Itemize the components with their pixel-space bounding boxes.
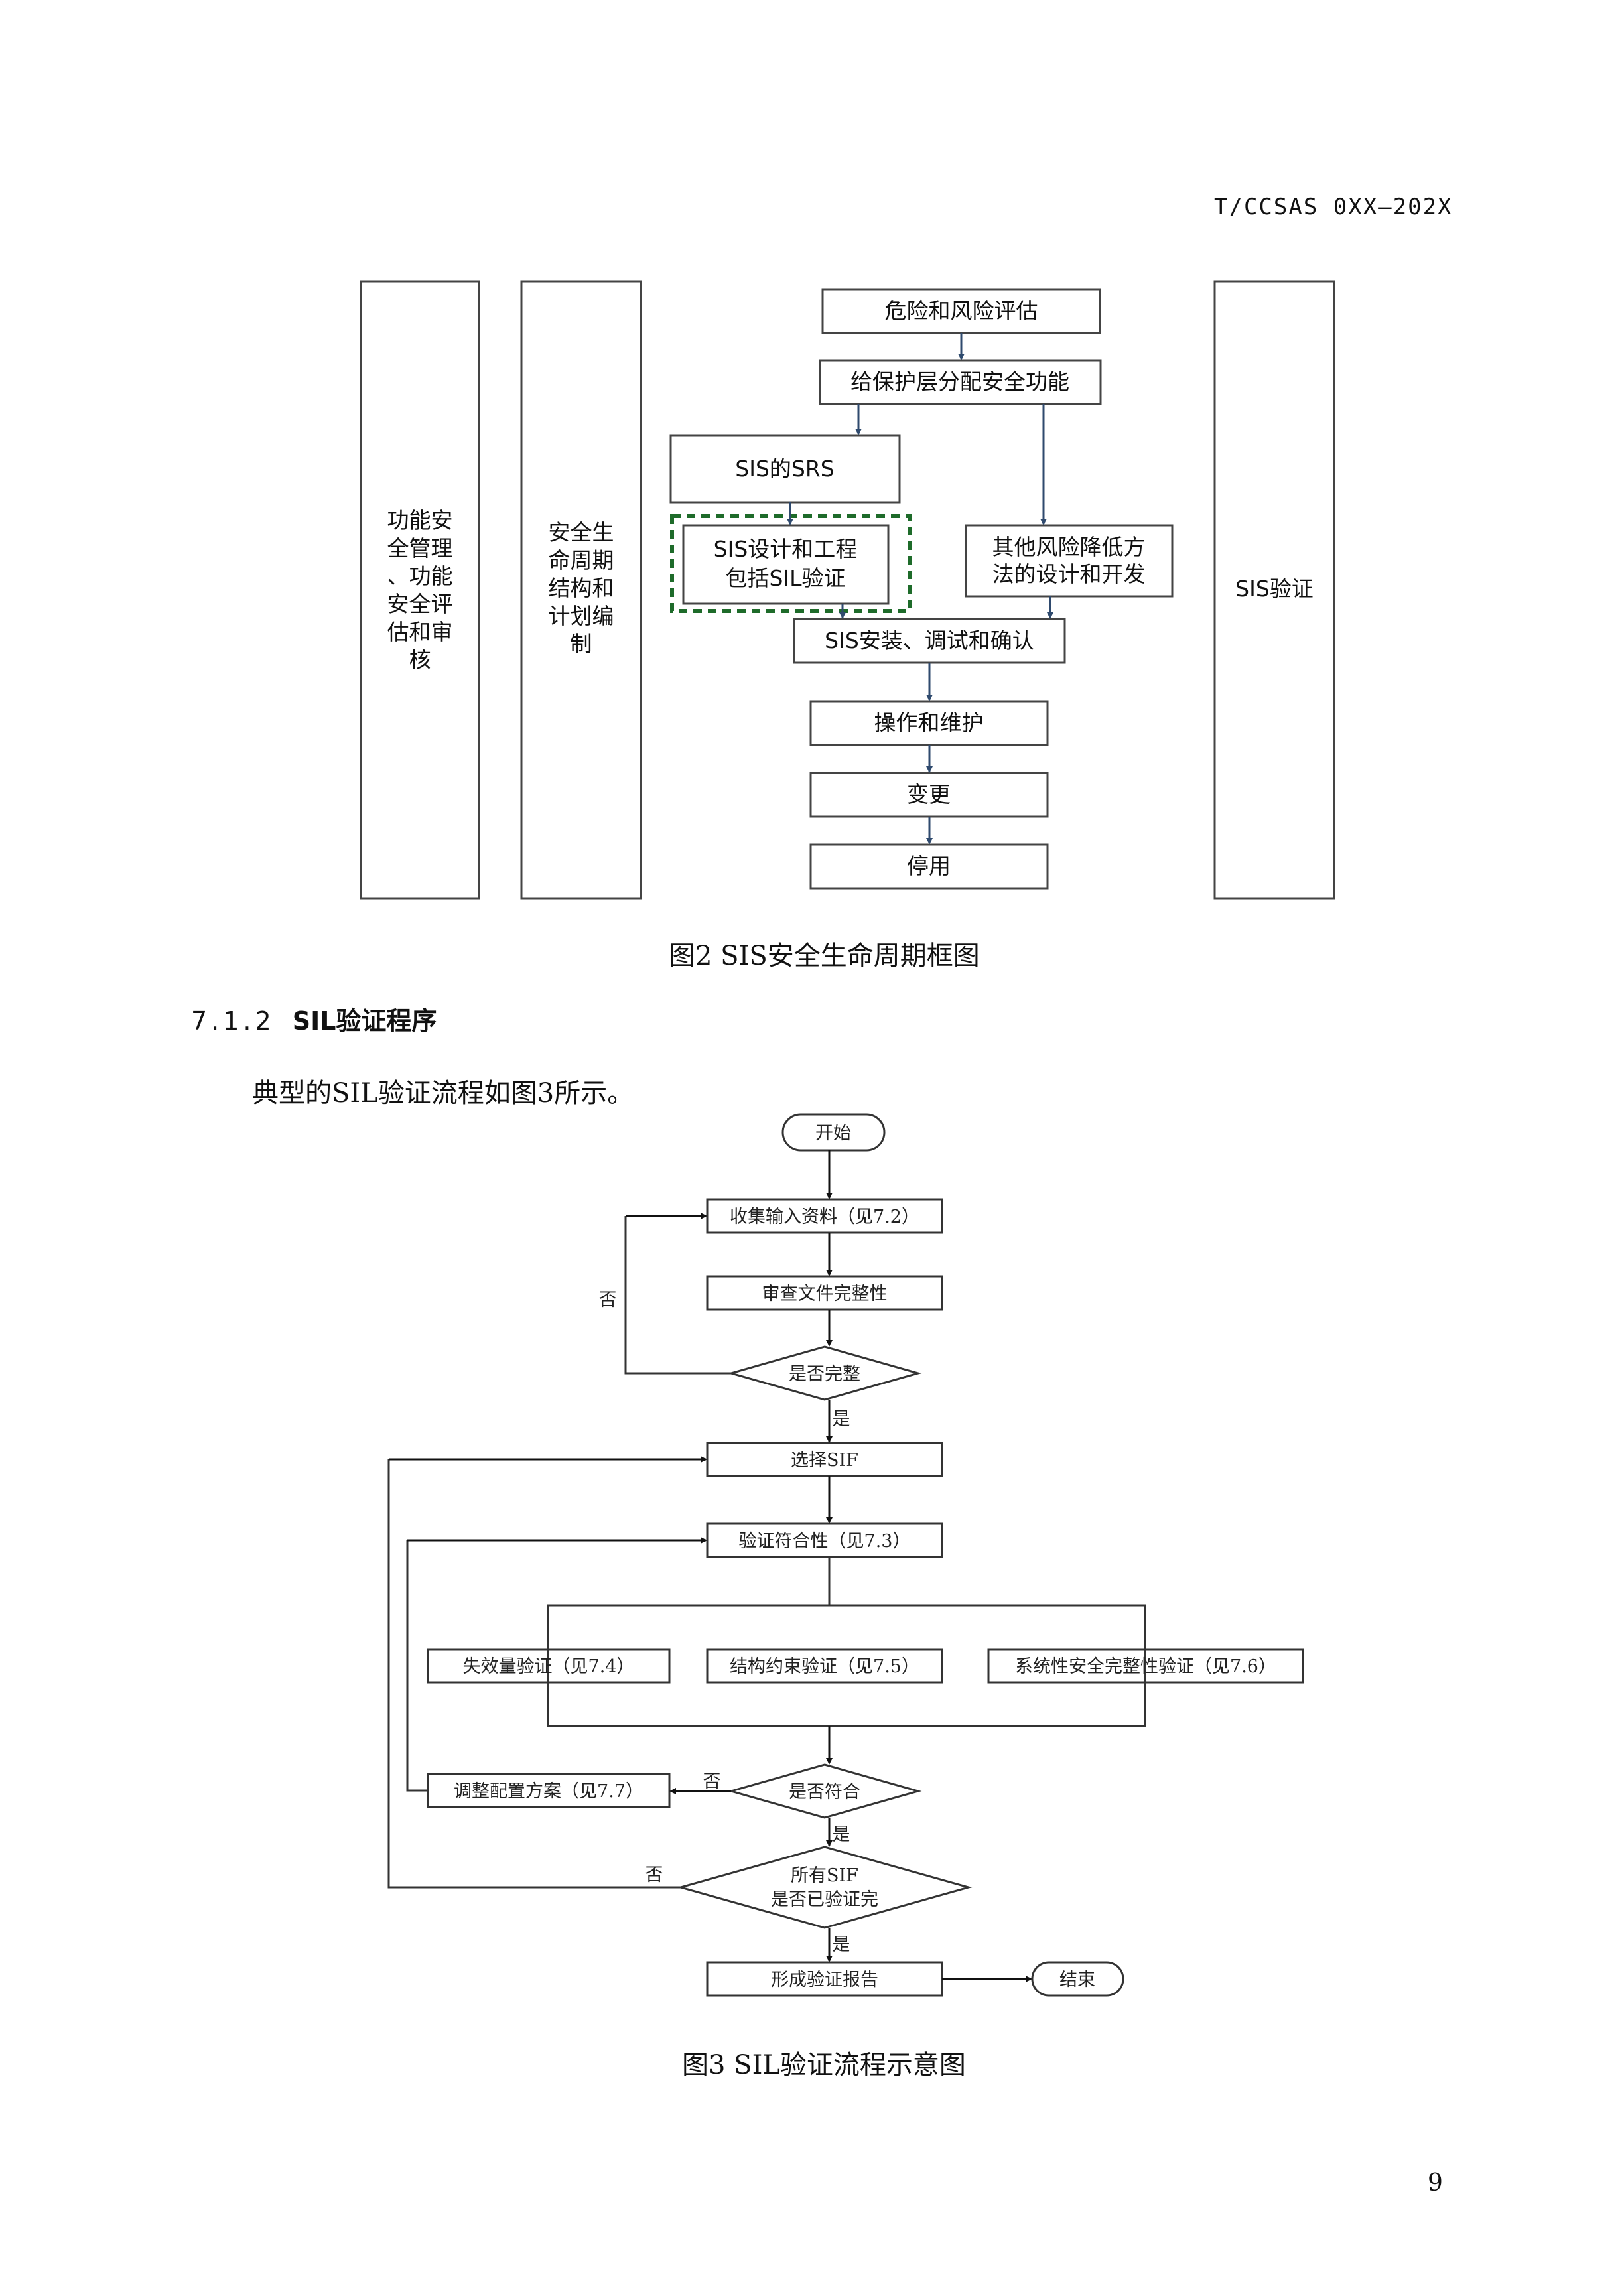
operate-box: 操作和维护 [874, 710, 984, 736]
other-box-line-1: 其他风险降低方 [992, 534, 1146, 560]
failure-measure-box: 失效量验证（见7.4） [463, 1656, 635, 1677]
figure-3-sil-verification-flowchart: 开始 收集输入资料（见7.2） 审查文件完整性 是否完整 选择SIF 验证符合性… [387, 1113, 1304, 1997]
yes-label-conform: 是 [833, 1824, 850, 1845]
document-code: T/CCSAS 0XX—202X [1214, 194, 1453, 220]
review-completeness-box: 审查文件完整性 [762, 1284, 888, 1304]
end-terminal: 结束 [1059, 1970, 1095, 1990]
conform-decision: 是否符合 [789, 1782, 860, 1802]
design-box-line-2: 包括SIL验证 [725, 565, 845, 591]
yes-label-all-sif: 是 [833, 1934, 850, 1955]
install-box: SIS安装、调试和确认 [825, 628, 1034, 653]
sis-verification-label: SIS验证 [1235, 576, 1314, 602]
no-label-complete: 否 [599, 1290, 617, 1310]
design-box-line-1: SIS设计和工程 [714, 536, 858, 562]
hazard-box: 危险和风险评估 [885, 298, 1038, 324]
plan-column [520, 280, 642, 900]
section-title: SIL验证程序 [292, 1006, 437, 1036]
figure-2-sis-lifecycle-diagram: 功能安 全管理 、功能 安全评 估和审 核 安全生 命周期 结构和 计划编 制 … [360, 280, 1335, 900]
page-number: 9 [1428, 2169, 1443, 2196]
verify-compliance-box: 验证符合性（见7.3） [739, 1531, 911, 1552]
yes-label-complete: 是 [833, 1409, 850, 1430]
collect-inputs-box: 收集输入资料（见7.2） [730, 1207, 919, 1227]
complete-decision: 是否完整 [789, 1364, 860, 1384]
allocate-box: 给保护层分配安全功能 [850, 369, 1069, 395]
all-sif-decision-line-2: 是否已验证完 [771, 1889, 878, 1910]
mgmt-col-line-2: 全管理 [387, 535, 453, 561]
all-sif-decision-line-1: 所有SIF [791, 1865, 858, 1886]
plan-col-line-5: 制 [571, 631, 592, 657]
decommission-box: 停用 [907, 853, 951, 879]
structure-constraint-box: 结构约束验证（见7.5） [730, 1656, 919, 1677]
mgmt-column [360, 280, 480, 900]
change-box: 变更 [907, 781, 951, 807]
figure-3-caption: 图3 SIL验证流程示意图 [682, 2050, 966, 2080]
mgmt-col-line-3: 、功能 [387, 563, 453, 589]
section-number: 7.1.2 [191, 1006, 275, 1036]
adjust-config-box: 调整配置方案（见7.7） [454, 1781, 643, 1802]
figure-2-caption: 图2 SIS安全生命周期框图 [669, 941, 980, 971]
plan-col-line-1: 安全生 [549, 519, 614, 545]
other-box-line-2: 法的设计和开发 [992, 561, 1146, 587]
body-paragraph: 典型的SIL验证流程如图3所示。 [252, 1078, 634, 1109]
mgmt-col-line-4: 安全评 [387, 591, 453, 617]
plan-col-line-2: 命周期 [549, 547, 614, 573]
mgmt-col-line-6: 核 [409, 647, 431, 673]
srs-box: SIS的SRS [735, 456, 834, 482]
no-label-conform: 否 [703, 1771, 721, 1792]
section-heading: 7.1.2 SIL验证程序 [191, 1000, 437, 1037]
no-label-all-sif: 否 [645, 1865, 663, 1885]
systematic-integrity-box: 系统性安全完整性验证（见7.6） [1015, 1656, 1276, 1677]
plan-col-line-3: 结构和 [549, 575, 614, 601]
report-box: 形成验证报告 [771, 1970, 878, 1990]
mgmt-col-line-1: 功能安 [387, 507, 453, 533]
mgmt-col-line-5: 估和审 [387, 619, 453, 645]
sis-verification-column [1213, 280, 1335, 900]
start-terminal: 开始 [815, 1123, 851, 1144]
plan-col-line-4: 计划编 [549, 603, 614, 629]
select-sif-box: 选择SIF [791, 1450, 858, 1471]
